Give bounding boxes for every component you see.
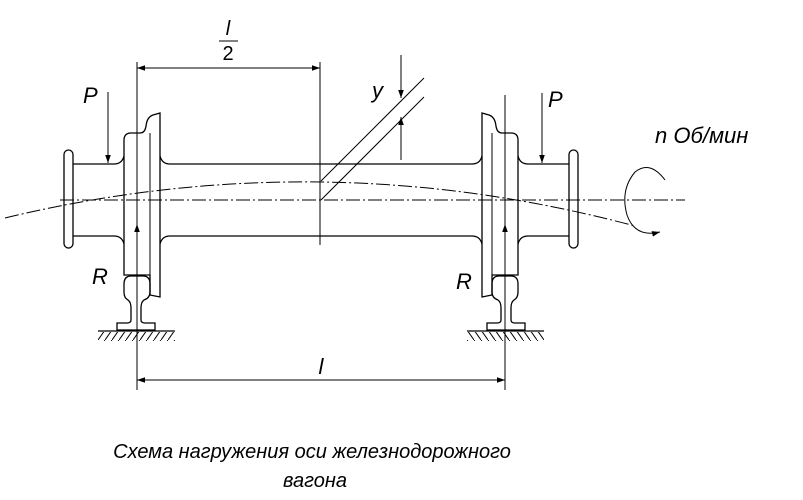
caption-line-1: Схема нагружения оси железнодорожного — [113, 441, 511, 463]
caption-line-2: вагона — [283, 470, 347, 492]
half-span-numerator: l — [226, 18, 231, 40]
span-label: l — [319, 354, 325, 379]
load-label-left: P — [83, 83, 98, 108]
load-label-right: P — [548, 87, 563, 112]
rotation-arrow-icon — [624, 167, 666, 237]
deflection-extension-lower — [320, 96, 425, 201]
reaction-label-right: R — [456, 269, 472, 294]
deflection-label: y — [370, 78, 385, 103]
reaction-label-left: R — [92, 264, 108, 289]
half-span-denominator: 2 — [222, 43, 233, 65]
rotation-label: n Об/мин — [655, 123, 748, 148]
deflection-extension-upper — [320, 77, 425, 182]
left-wheel-assembly — [63, 112, 176, 342]
right-wheel-assembly — [466, 112, 579, 342]
